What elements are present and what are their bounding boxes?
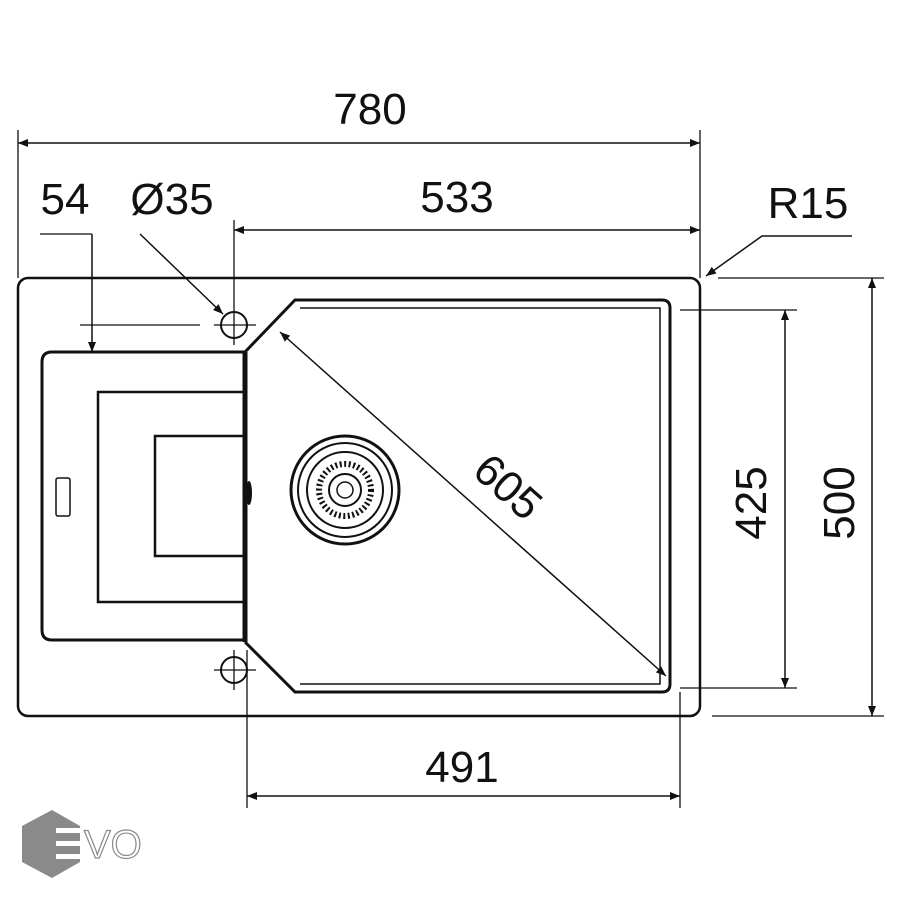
bowl-outline xyxy=(243,298,672,694)
sink-outer-outline xyxy=(16,276,702,718)
dim-tap-hole: Ø35 xyxy=(130,175,213,224)
dim-bowl-diagonal: 605 xyxy=(464,444,551,529)
dim-corner-radius: R15 xyxy=(768,179,849,228)
drain-strainer xyxy=(289,434,401,546)
dim-bowl-width: 491 xyxy=(425,743,498,792)
dim-bowl-from-hole: 533 xyxy=(420,173,493,222)
dim-overall-width: 780 xyxy=(333,85,406,134)
drainer-notch xyxy=(246,481,252,505)
dim-bowl-depth: 425 xyxy=(727,466,776,539)
leader-tap-hole xyxy=(139,233,224,315)
drainer-ribs-outer xyxy=(96,390,245,604)
dim-line-605 xyxy=(279,331,667,677)
tap-hole-top xyxy=(214,220,256,345)
dim-tap-offset: 54 xyxy=(41,175,90,224)
drainer-ribs-inner xyxy=(153,434,245,558)
tap-hole-bottom xyxy=(214,650,256,690)
leader-corner-radius xyxy=(705,235,852,277)
svg-text:VO: VO xyxy=(84,823,142,867)
drainer-outline xyxy=(40,350,247,642)
overflow-slot xyxy=(55,477,71,517)
evo-logo: VO xyxy=(22,810,142,878)
bowl-inner-outline xyxy=(300,307,661,685)
dim-overall-depth: 500 xyxy=(815,466,864,539)
